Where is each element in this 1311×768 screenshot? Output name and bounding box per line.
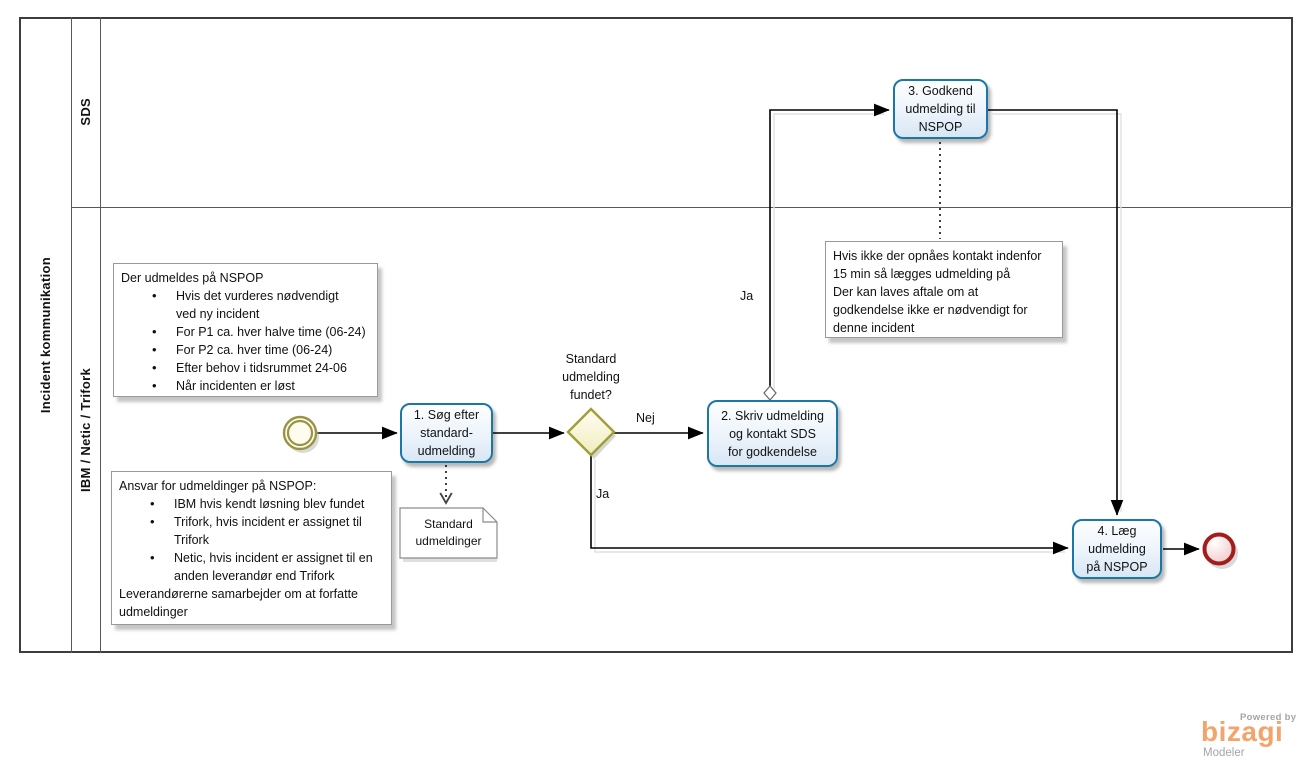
annotation-bullet: Efter behov i tidsrummet 24-06: [121, 359, 370, 377]
task-godkend-udmelding-til-nspop[interactable]: 3. Godkend udmelding til NSPOP: [893, 79, 988, 139]
flow-label-ja-top: Ja: [740, 289, 754, 303]
lane-sds-header[interactable]: SDS: [71, 17, 100, 207]
pool-title-cell[interactable]: Incident kommunikation: [19, 17, 71, 653]
annotation-bullet: Hvis det vurderes nødvendigt ved ny inci…: [121, 287, 370, 323]
flow-label-nej: Nej: [636, 411, 655, 425]
lane-ibm-netic-trifork-header[interactable]: IBM / Netic / Trifork: [71, 207, 100, 653]
gateway-question-label: Standard udmelding fundet?: [562, 352, 620, 402]
lane-sds-label: SDS: [78, 98, 93, 126]
annotation-bullet: For P1 ca. hver halve time (06-24): [121, 323, 370, 341]
bizagi-logo: bizagi: [1201, 716, 1284, 747]
pool-title-divider: [71, 17, 72, 653]
pool-title: Incident kommunikation: [37, 256, 53, 414]
lane-label-divider: [100, 17, 101, 653]
annotation-bullet: Når incidenten er løst: [121, 377, 370, 395]
task-skriv-udmelding-kontakt-sds[interactable]: 2. Skriv udmelding og kontakt SDS for go…: [707, 400, 838, 467]
annotation-bullet: IBM hvis kendt løsning blev fundet: [119, 495, 384, 513]
annotation-ansvar-bullets: IBM hvis kendt løsning blev fundetTrifor…: [119, 495, 384, 585]
data-object-label: Standard udmeldinger: [415, 517, 482, 548]
annotation-kontakt[interactable]: Hvis ikke der opnåes kontakt indenfor 15…: [825, 241, 1063, 338]
annotation-bullet: Netic, hvis incident er assignet til en …: [119, 549, 384, 585]
annotation-udmeldes-bullets: Hvis det vurderes nødvendigt ved ny inci…: [121, 287, 370, 395]
bizagi-modeler-text: Modeler: [1203, 747, 1245, 759]
annotation-ansvar[interactable]: Ansvar for udmeldinger på NSPOP: IBM hvi…: [111, 471, 392, 625]
annotation-kontakt-text: Hvis ikke der opnåes kontakt indenfor 15…: [833, 249, 1042, 335]
annotation-bullet: Trifork, hvis incident er assignet til T…: [119, 513, 384, 549]
annotation-ansvar-intro: Ansvar for udmeldinger på NSPOP:: [119, 479, 317, 493]
annotation-bullet: For P2 ca. hver time (06-24): [121, 341, 370, 359]
task-sog-efter-standard-udmelding[interactable]: 1. Søg efter standard- udmelding: [400, 403, 493, 463]
lane-divider: [71, 207, 1293, 208]
lane-ibm-netic-trifork-label: IBM / Netic / Trifork: [78, 367, 93, 493]
annotation-udmeldes[interactable]: Der udmeldes på NSPOP Hvis det vurderes …: [113, 263, 378, 397]
powered-by-text: Powered by: [1240, 712, 1297, 723]
pool-incident-kommunikation[interactable]: [19, 17, 1293, 653]
task-laeg-udmelding-pa-nspop[interactable]: 4. Læg udmelding på NSPOP: [1072, 519, 1162, 579]
annotation-udmeldes-intro: Der udmeldes på NSPOP: [121, 271, 264, 285]
annotation-ansvar-outro: Leverandørerne samarbejder om at forfatt…: [119, 587, 359, 619]
flow-label-ja-bottom: Ja: [596, 487, 610, 501]
